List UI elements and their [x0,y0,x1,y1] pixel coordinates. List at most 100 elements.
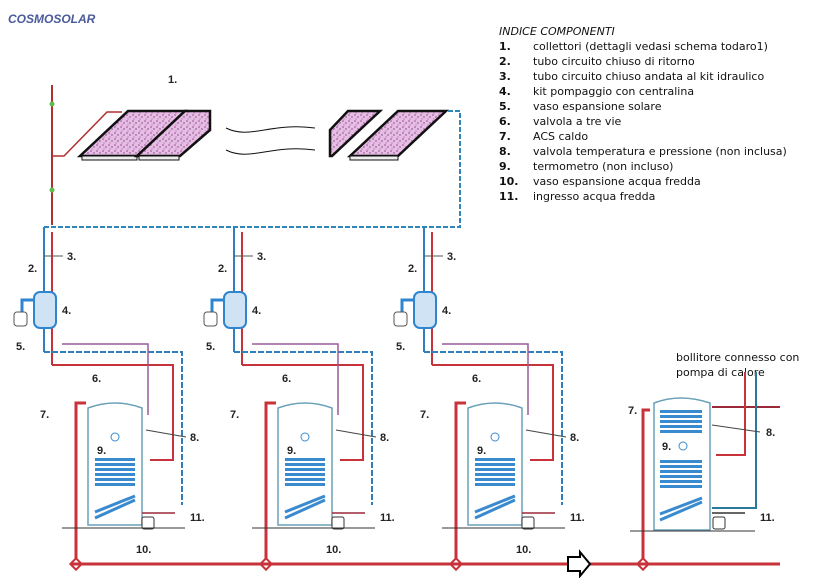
heat-pump-hot-line [716,372,746,456]
heat-coil [475,483,515,486]
heat-pump-note: bollitore connesso con pompa di calore [676,351,800,379]
heat-coil [95,483,135,486]
legend-item: 6.valvola a tre vie [499,115,622,128]
solar-collector-panel [328,109,384,158]
valve-line [442,343,529,415]
solar-collector-panel [346,109,450,161]
break-symbol [225,126,316,133]
label-three-way-valve: 6. [282,373,291,385]
label-cold-expansion: 10. [516,544,531,556]
solar-collector-panel [133,109,212,161]
heat-coil [660,475,702,478]
label-thermometer: 9. [97,445,106,457]
thermometer-icon [490,432,500,442]
label-hot-water: 7. [230,409,239,421]
legend-item: 2.tubo circuito chiuso di ritorno [499,55,695,68]
label-three-way-valve: 6. [472,373,481,385]
heat-coil [660,485,702,488]
collector-field: 1. [44,74,461,228]
heat-coil [95,458,135,461]
label-flow-pipe: 3. [67,251,76,263]
label-return-pipe: 2. [218,263,227,275]
solar-expansion-vessel-icon [13,311,28,327]
label-pump-kit: 4. [252,305,261,317]
label-return-pipe: 2. [28,263,37,275]
hot-water-outlet [74,401,86,564]
legend-item: 10.vaso espansione acqua fredda [499,175,701,188]
cold-return-line [424,351,563,505]
pump-kit-pipe [20,298,34,312]
leader-line [335,429,377,438]
leader-line [145,429,187,438]
heat-coil [660,415,702,418]
legend-item: 7.ACS caldo [499,130,589,143]
label-tp-valve: 8. [190,432,199,444]
legend-item: 9.termometro (non incluso) [499,160,674,173]
legend-item: 4.kit pompaggio con centralina [499,85,695,98]
label-cold-expansion: 10. [136,544,151,556]
thermometer-icon [678,441,688,451]
label-cold-inlet: 11. [570,512,585,524]
label-thermometer: 9. [662,441,671,453]
heat-coil [659,496,703,522]
label-cold-inlet: 11. [760,512,775,524]
label-solar-expansion: 5. [206,341,215,353]
heat-coil [285,468,325,471]
heat-coil [285,458,325,461]
hot-water-outlet [264,401,276,564]
heat-coil [284,494,326,520]
solar-expansion-vessel-icon [203,311,218,327]
heat-coil [95,473,135,476]
label-hot-water: 7. [40,409,49,421]
heat-coil [660,465,702,468]
heat-coil [475,473,515,476]
legend-title: INDICE COMPONENTI [499,25,615,38]
component-legend: INDICE COMPONENTI 1.collettori (dettagli… [499,24,787,204]
heat-coil [94,494,136,520]
heat-coil [475,463,515,466]
heat-coil [660,460,702,463]
flow-direction-arrow-icon [567,549,592,578]
label-solar-expansion: 5. [396,341,405,353]
label-hot-water: 7. [420,409,429,421]
label-three-way-valve: 6. [92,373,101,385]
label-tp-valve: 8. [570,432,579,444]
label-cold-inlet: 11. [380,512,395,524]
valve-line [252,343,339,415]
legend-item: 11.ingresso acqua fredda [499,190,656,203]
riser-fitting-icon [49,101,55,107]
heat-coil [95,463,135,466]
label-pump-kit: 4. [62,305,71,317]
label-hot-water: 7. [628,405,637,417]
hot-water-outlet [641,408,650,564]
hot-flow-line [242,364,364,461]
pump-kit-icon [33,291,57,329]
heat-coil [660,470,702,473]
brand-logo: COSMOSOLAR [8,12,96,26]
cold-expansion-vessel-icon [141,516,155,530]
cold-expansion-vessel-icon [712,516,726,530]
label-solar-expansion: 5. [16,341,25,353]
heat-coil [474,494,516,520]
leader-line [711,424,761,433]
legend-item: 3.tubo circuito chiuso andata al kit idr… [499,70,765,83]
heat-coil [95,478,135,481]
label-thermometer: 9. [287,445,296,457]
legend-item: 5.vaso espansione solare [499,100,662,113]
label-cold-inlet: 11. [190,512,205,524]
hot-flow-line [52,364,174,461]
heat-coil [475,468,515,471]
hot-water-outlet [454,401,466,564]
leader-line [525,429,567,438]
cold-return-line [234,351,373,505]
cold-expansion-vessel-icon [331,516,345,530]
heat-coil [475,458,515,461]
heat-coil [660,430,702,433]
label-flow-pipe: 3. [447,251,456,263]
heat-coil [95,468,135,471]
label-collectors: 1. [168,74,177,86]
heat-coil [285,473,325,476]
heat-coil [285,483,325,486]
hot-flow-line [432,364,554,461]
